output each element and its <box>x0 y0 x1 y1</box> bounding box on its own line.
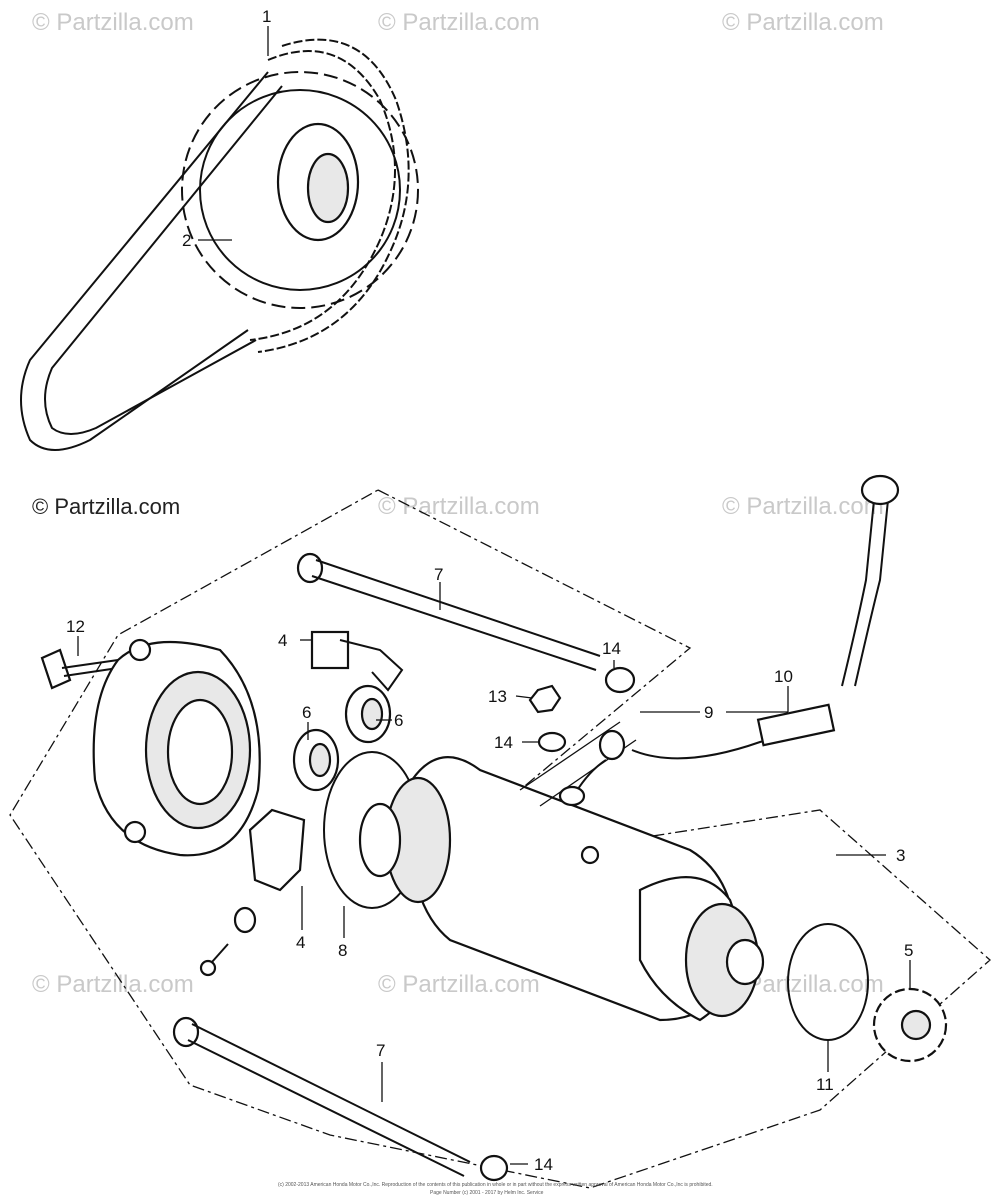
callout-7-upper: 7 <box>434 565 443 584</box>
washer-14b <box>537 731 567 753</box>
callout-4-lower: 4 <box>296 933 305 952</box>
small-screw <box>199 943 229 977</box>
drive-chain <box>20 38 410 451</box>
callout-7-lower: 7 <box>376 1041 385 1060</box>
callout-6-right: 6 <box>394 711 403 730</box>
brush-upper <box>310 630 404 692</box>
mounting-bolt <box>40 648 119 690</box>
callout-10: 10 <box>774 667 793 686</box>
watermark: © Partzilla.com <box>378 971 540 998</box>
watermark: © Partzilla.com <box>32 971 194 998</box>
watermark: © Partzilla.com <box>378 9 540 36</box>
callout-3: 3 <box>896 846 905 865</box>
hex-nut <box>528 684 562 714</box>
through-bolt-upper <box>296 552 601 671</box>
footer-copyright: (c) 2002-2013 American Honda Motor Co.,I… <box>278 1182 713 1188</box>
callout-2: 2 <box>182 231 191 250</box>
brush-lower <box>248 808 306 892</box>
footer-page-number: Page Number (c) 2001 - 2017 by Helm Inc.… <box>430 1190 544 1196</box>
brand-label: © Partzilla.com <box>32 494 180 519</box>
watermark: © Partzilla.com <box>722 493 884 520</box>
callout-14-lower: 14 <box>534 1155 553 1174</box>
leader-lines <box>77 26 911 1165</box>
callout-14-upper: 14 <box>602 639 621 658</box>
bearing-right <box>344 684 392 744</box>
watermark: © Partzilla.com <box>32 9 194 36</box>
callout-4-upper: 4 <box>278 631 287 650</box>
small-washer <box>233 906 257 934</box>
callout-9: 9 <box>704 703 713 722</box>
callout-1: 1 <box>262 7 271 26</box>
rear-cover <box>92 638 261 857</box>
washer-14c <box>479 1154 509 1182</box>
callout-11: 11 <box>816 1075 834 1094</box>
callout-labels: 1 2 3 4 4 5 6 6 7 7 8 9 10 11 12 13 14 1… <box>66 7 913 1174</box>
callout-6-left: 6 <box>302 703 311 722</box>
drive-gear <box>872 987 948 1063</box>
watermark: © Partzilla.com <box>378 493 540 520</box>
washer-14a <box>604 666 636 694</box>
callout-14-middle: 14 <box>494 733 513 752</box>
through-bolt-lower <box>172 1016 471 1177</box>
assembly-boundary <box>9 489 991 1189</box>
callout-8: 8 <box>338 941 347 960</box>
starter-sprocket <box>181 71 419 309</box>
watermark: © Partzilla.com <box>722 9 884 36</box>
starter-motor <box>358 756 765 1022</box>
callout-12: 12 <box>66 617 85 636</box>
starter-cable <box>519 474 900 807</box>
callout-13: 13 <box>488 687 507 706</box>
bearing-left <box>292 728 340 792</box>
callout-5: 5 <box>904 941 913 960</box>
